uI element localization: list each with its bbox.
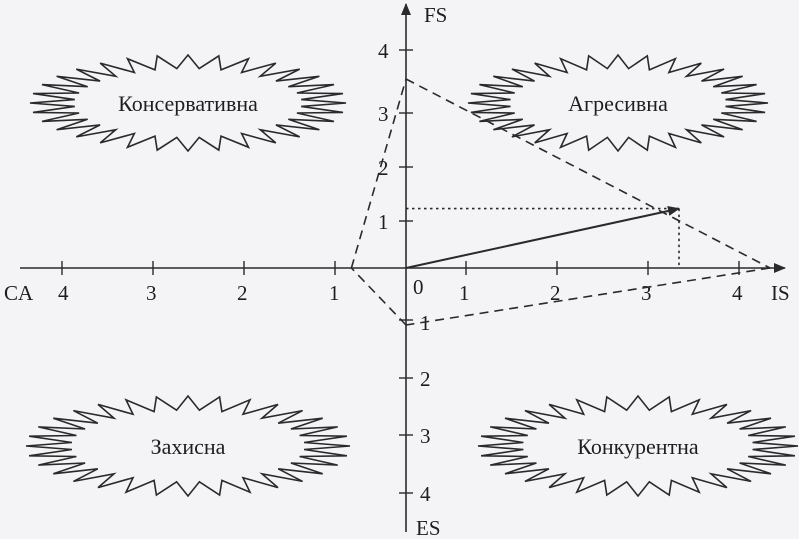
tick-label-is-2: 2 [550, 281, 561, 305]
zone-aggressive: Агресивна [467, 53, 769, 153]
axis-label-ca: CA [4, 281, 34, 305]
polygon-edge-ca-fs [350, 78, 407, 269]
zone-defensive-label: Захисна [151, 434, 226, 459]
zone-conservative-star [29, 53, 347, 153]
tick-label-is-4: 4 [732, 281, 743, 305]
tick-label-origin: 0 [413, 275, 424, 299]
polygon-edge-is-es [405, 267, 771, 326]
polygon-edge-es-ca [350, 267, 407, 326]
tick-label-ca-1: 1 [329, 281, 340, 305]
tick-label-ca-3: 3 [146, 281, 157, 305]
strategy-vector [405, 206, 680, 269]
tick-label-es-3: 3 [420, 424, 431, 448]
tick-label-is-3: 3 [641, 281, 652, 305]
polygon-edge-fs-is [405, 78, 771, 269]
zone-competitive-label: Конкурентна [577, 434, 699, 459]
horizontal-tick-labels: 4 3 2 1 0 1 2 3 4 [58, 275, 743, 305]
axis-label-fs: FS [424, 3, 447, 27]
tick-label-fs-1: 1 [378, 210, 389, 234]
zone-defensive: Захисна [25, 394, 351, 498]
zone-competitive-star [477, 394, 799, 498]
horizontal-ticks [61, 261, 740, 275]
strategy-polygon [350, 78, 771, 326]
tick-label-es-4: 4 [420, 482, 431, 506]
zone-aggressive-star [467, 53, 769, 153]
tick-label-es-2: 2 [420, 367, 431, 391]
zone-conservative: Консервативна [29, 53, 347, 153]
vertical-ticks [399, 49, 413, 494]
tick-label-es-1: 1 [420, 311, 431, 335]
tick-label-is-1: 1 [459, 281, 470, 305]
zone-aggressive-label: Агресивна [568, 91, 668, 116]
axis-label-is: IS [771, 281, 790, 305]
tick-label-fs-4: 4 [378, 39, 389, 63]
axis-label-es: ES [416, 516, 441, 539]
zone-conservative-label: Консервативна [118, 91, 258, 116]
zone-defensive-star [25, 394, 351, 498]
tick-label-fs-3: 3 [378, 102, 389, 126]
tick-label-fs-2: 2 [378, 156, 389, 180]
tick-label-ca-2: 2 [237, 281, 248, 305]
zone-competitive: Конкурентна [477, 394, 799, 498]
tick-label-ca-4: 4 [58, 281, 69, 305]
vertical-tick-labels: 1 2 3 4 1 2 3 4 [378, 39, 431, 506]
